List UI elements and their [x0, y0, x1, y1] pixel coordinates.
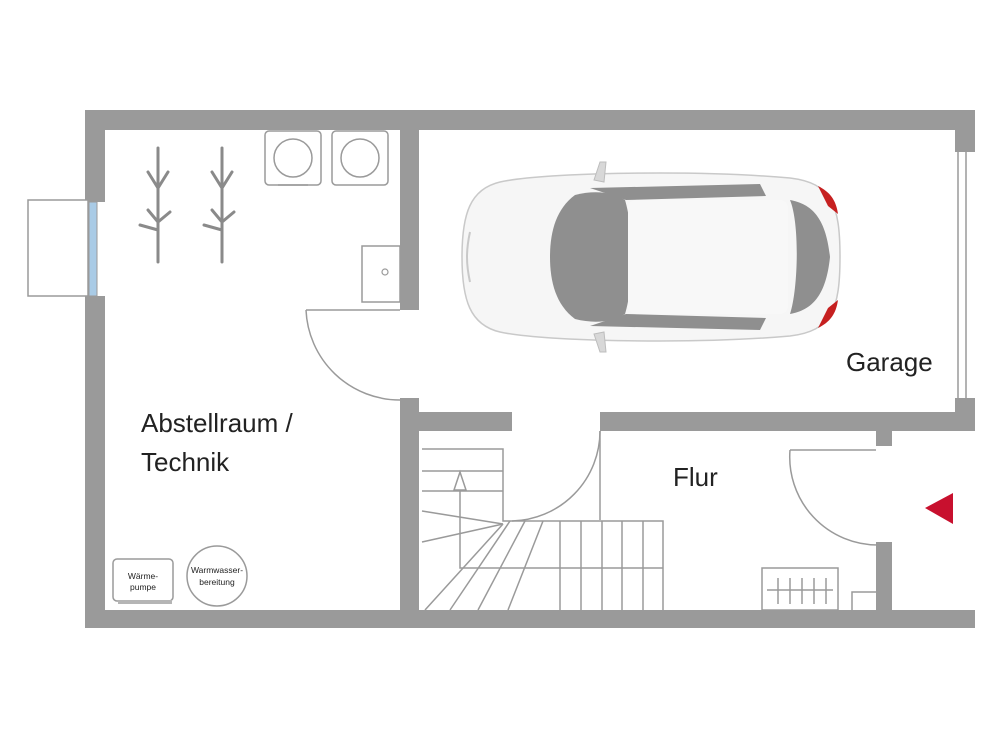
door-hall-garage: [511, 430, 601, 522]
room-label-hall: Flur: [673, 462, 718, 492]
heat-pump-label-2: pumpe: [130, 582, 156, 592]
dryer-icon: [331, 130, 389, 186]
wall-bottom: [85, 610, 975, 628]
door-entrance: [788, 449, 879, 546]
wall-storage-lower: [400, 398, 419, 628]
room-label-storage-1: Abstellraum /: [141, 408, 293, 438]
radiator-icon: [761, 567, 839, 611]
window-glass: [88, 201, 98, 297]
wall-left-upper: [85, 110, 105, 202]
wall-right-top-stub: [955, 110, 975, 152]
water-heater: Warmwasser- bereitung: [186, 545, 248, 607]
shaft-stub: [851, 591, 876, 610]
staircase-icon: [421, 448, 664, 611]
sink-icon: [361, 245, 401, 303]
door-storage-garage: [305, 309, 401, 401]
wall-storage-garage-upper: [400, 110, 419, 310]
room-label-garage: Garage: [846, 347, 933, 377]
walls: [85, 110, 975, 628]
water-heater-label-2: bereitung: [199, 577, 235, 587]
bicycle-icon: [138, 146, 236, 264]
left-window: [27, 199, 98, 297]
wall-entry-stub-top: [876, 430, 892, 446]
washing-machine-icon: [264, 130, 322, 186]
wall-garage-hall: [600, 412, 975, 431]
heat-pump-label-1: Wärme-: [128, 571, 158, 581]
wall-stairs-top: [400, 412, 512, 431]
room-label-storage-2: Technik: [141, 447, 230, 477]
garage-door: [957, 152, 967, 398]
entrance-arrow-icon: [925, 493, 953, 524]
wall-entry-lower: [876, 542, 892, 612]
heat-pump: Wärme- pumpe: [112, 558, 174, 604]
car-icon: [461, 161, 841, 353]
water-heater-label-1: Warmwasser-: [191, 565, 243, 575]
wall-left-lower: [85, 296, 105, 628]
wall-top: [85, 110, 975, 130]
window-light-well: [27, 199, 89, 297]
